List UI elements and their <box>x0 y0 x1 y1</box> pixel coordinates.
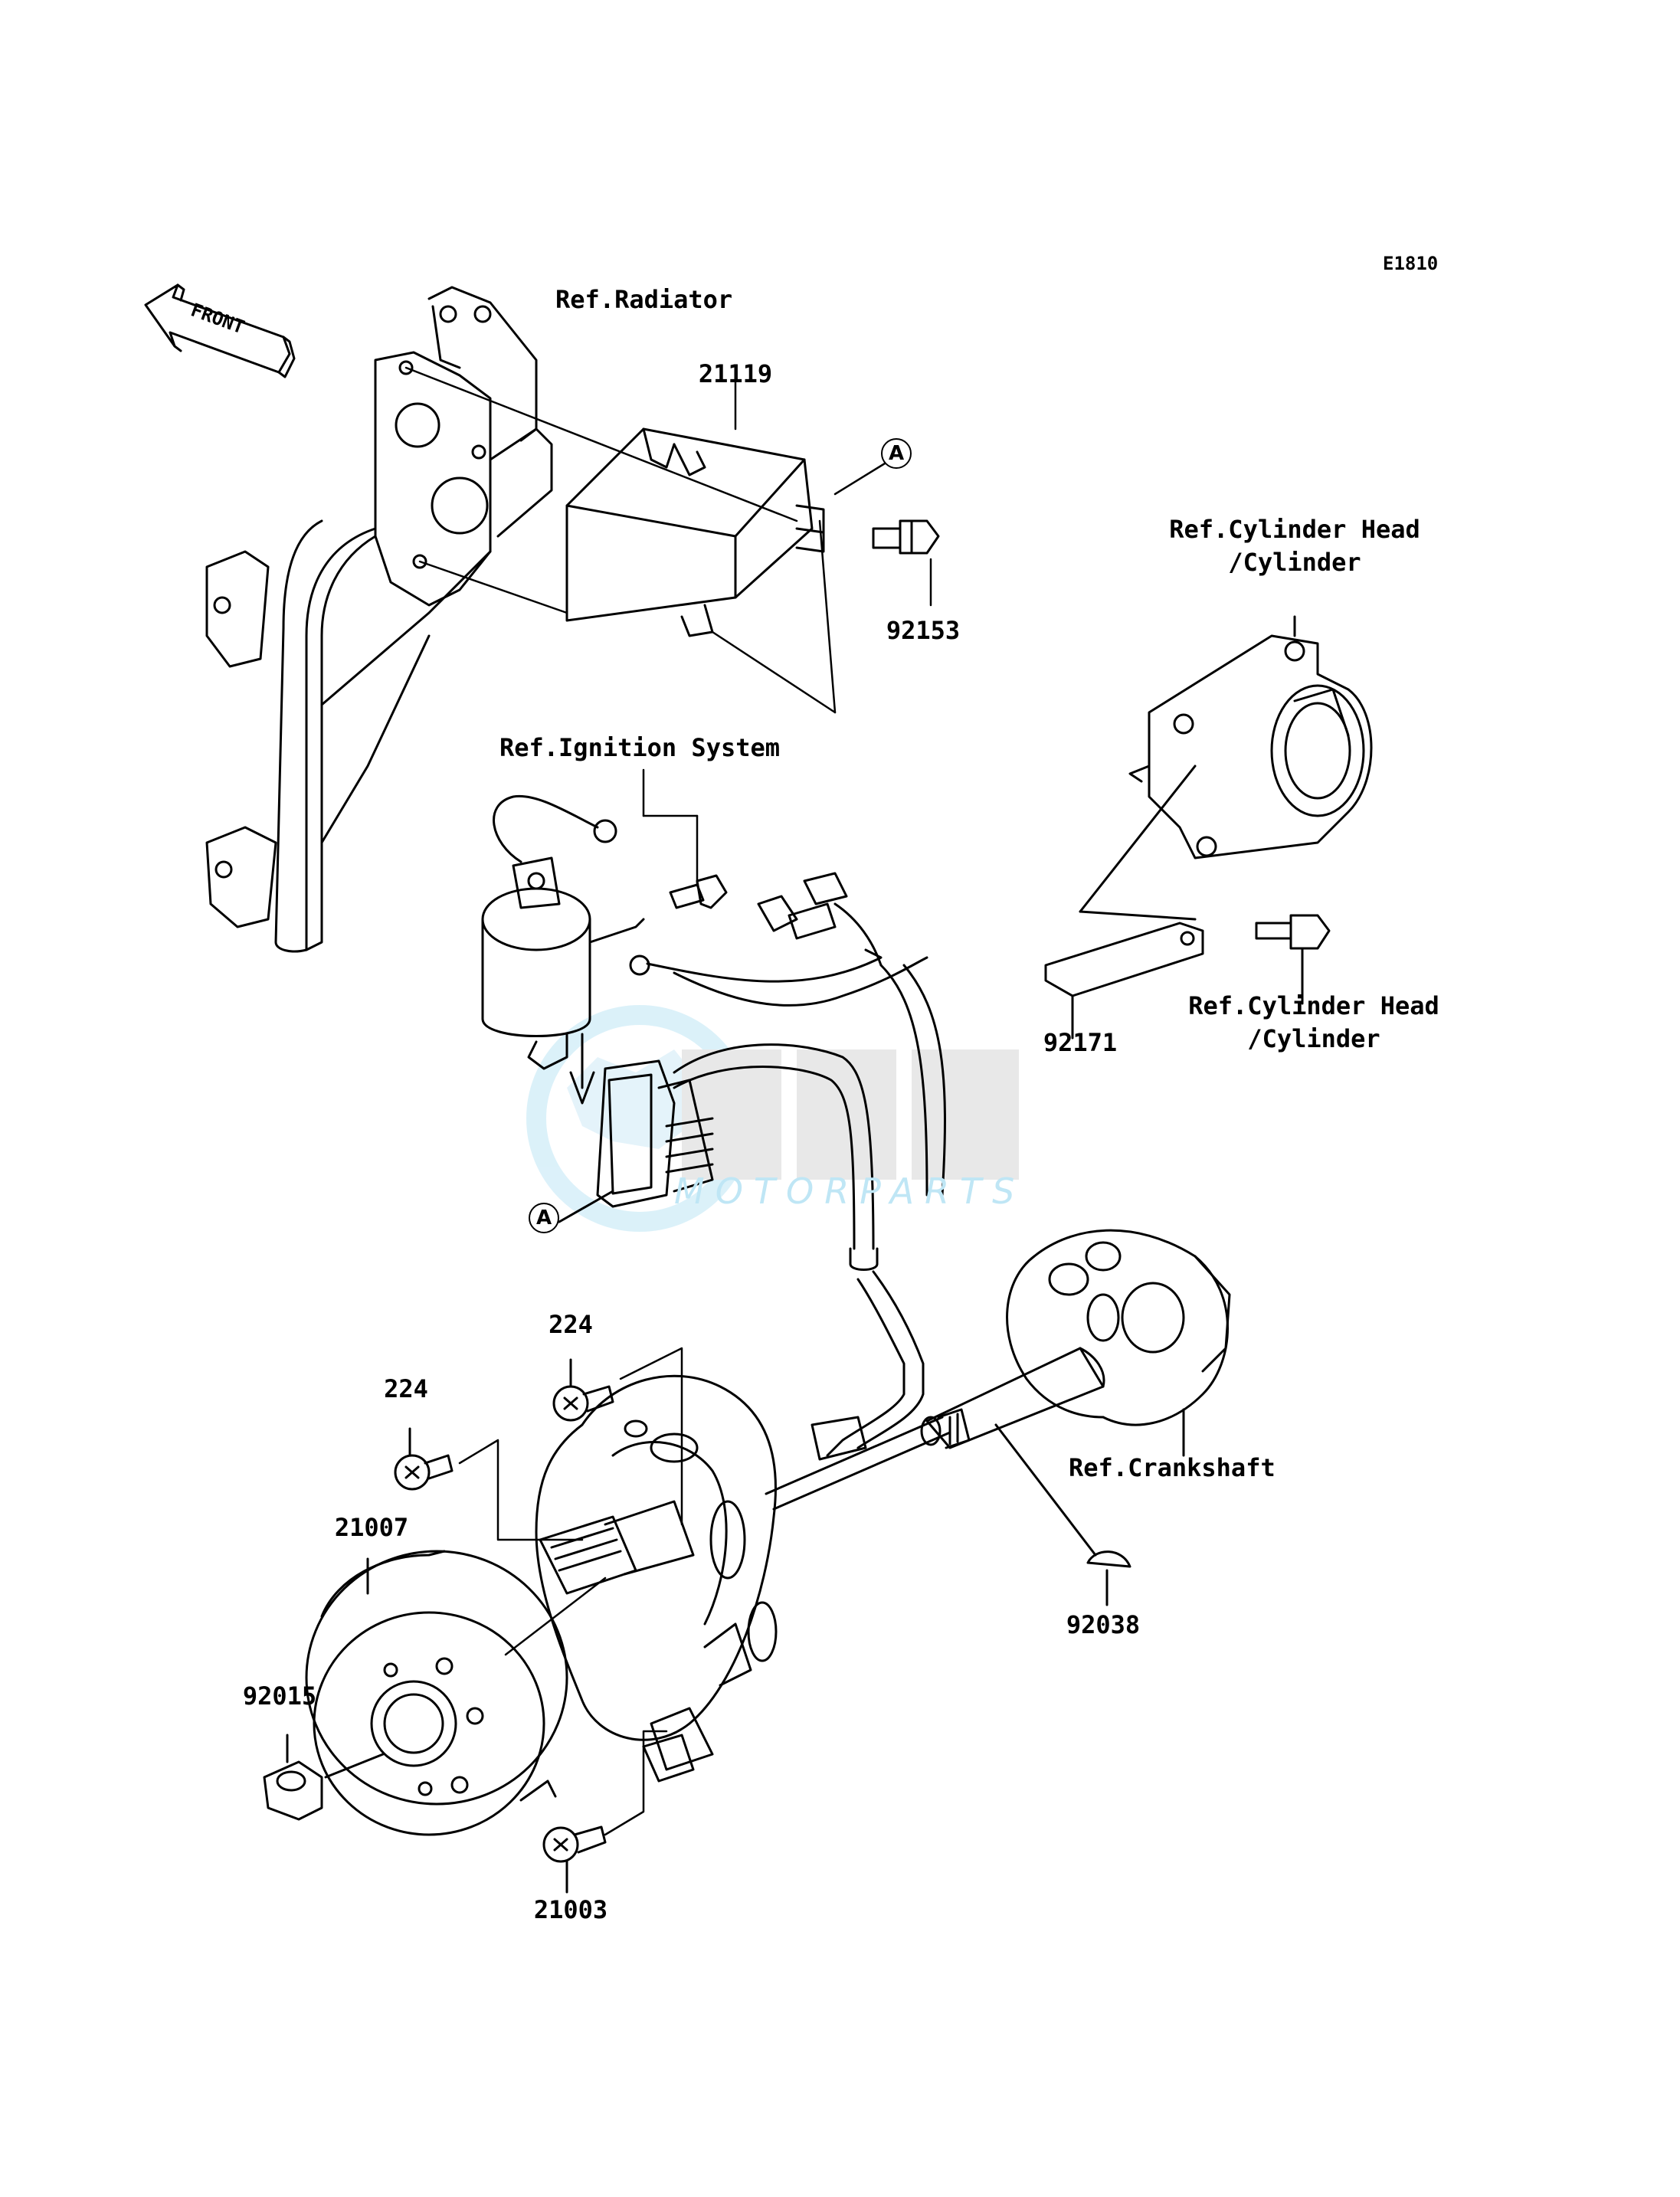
ignition-coil-drawing <box>481 794 645 1105</box>
part-number-224-top: 224 <box>549 1310 593 1339</box>
diagram-id: E1810 <box>1383 253 1439 274</box>
callout-a-bottom: A <box>529 1203 559 1233</box>
cdi-unit-drawing <box>565 427 825 637</box>
part-number-21007: 21007 <box>334 1513 409 1542</box>
cylinder-head-drawing <box>1128 615 1373 859</box>
stator-leader-lines <box>458 1347 683 1836</box>
ref-cylinder-head-label-bottom: Ref.Cylinder Head /Cylinder <box>1188 991 1439 1054</box>
cdi-leader-lines <box>404 366 932 714</box>
ref-ignition-system-label: Ref.Ignition System <box>499 733 781 762</box>
ignition-leader-lines <box>642 768 699 886</box>
nut-icon <box>263 1734 385 1821</box>
part-number-92153: 92153 <box>886 616 961 645</box>
screw-top-icon <box>552 1358 614 1422</box>
callout-a-top: A <box>881 438 912 469</box>
part-number-92171: 92171 <box>1043 1028 1118 1057</box>
plate-drawing <box>1044 765 1204 1040</box>
ref-crankshaft-label: Ref.Crankshaft <box>1069 1453 1276 1482</box>
part-number-92038: 92038 <box>1066 1610 1141 1639</box>
ignition-bolt-icon <box>669 874 728 909</box>
cylinder-bolt-icon <box>1255 914 1331 1005</box>
part-number-21119: 21119 <box>698 359 773 388</box>
screw-long-icon <box>542 1825 607 1894</box>
front-arrow-icon <box>144 283 296 378</box>
crankshaft-drawing <box>920 1229 1231 1557</box>
radiator-frame <box>205 286 553 953</box>
part-number-224-left: 224 <box>384 1374 428 1403</box>
wiring-harness <box>558 872 946 1461</box>
rotor-drawing <box>305 1550 568 1836</box>
part-number-92015: 92015 <box>242 1681 317 1711</box>
watermark-text: MOTORPARTS <box>674 1171 1026 1212</box>
ref-radiator-label: Ref.Radiator <box>555 285 733 314</box>
part-number-21003: 21003 <box>533 1895 608 1924</box>
key-icon <box>1086 1550 1131 1606</box>
ref-cylinder-head-label-top: Ref.Cylinder Head /Cylinder <box>1169 515 1420 578</box>
cdi-bolt-icon <box>872 519 940 555</box>
stator-drawing <box>535 1374 951 1783</box>
screw-left-icon <box>394 1427 454 1491</box>
